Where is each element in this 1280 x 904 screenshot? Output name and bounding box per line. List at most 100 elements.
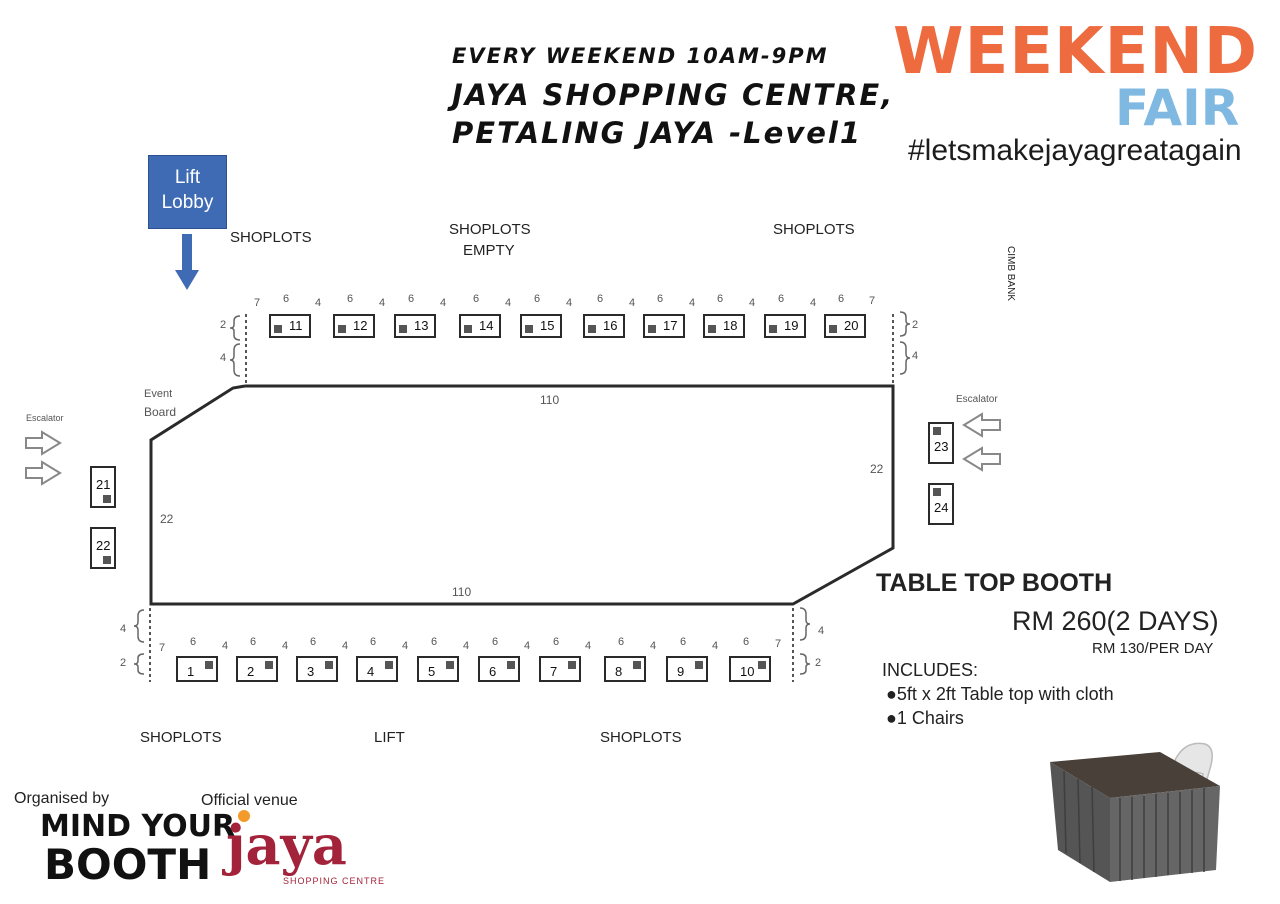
booth-number: 14 (479, 318, 494, 333)
organiser-logo-line2: BOOTH (44, 840, 212, 889)
escalator-label-right: Escalator (956, 394, 998, 405)
dim-gap: 4 (222, 640, 229, 652)
booth-8[interactable]: 8 (604, 656, 646, 682)
booth-4[interactable]: 4 (356, 656, 398, 682)
dim-left-width: 22 (160, 512, 174, 526)
cimb-bank-label: CIMB BANK (1005, 246, 1016, 302)
booth-number: 13 (414, 318, 429, 333)
booth-number: 18 (723, 318, 738, 333)
dim-booth-width: 6 (347, 293, 354, 305)
shoplots-bottom-right: SHOPLOTS (600, 729, 682, 746)
dim-aisle-bottom-left: 4 (120, 623, 127, 635)
dim-edge: 7 (869, 295, 876, 307)
booth-number: 2 (247, 664, 255, 679)
booth-14[interactable]: 14 (459, 314, 501, 338)
booth-24[interactable]: 24 (928, 483, 954, 525)
brace-tl-1 (229, 315, 241, 341)
dim-booth-width: 6 (283, 293, 290, 305)
booth-11[interactable]: 11 (269, 314, 311, 338)
booth-22[interactable]: 22 (90, 527, 116, 569)
escalator-arrow-icon (962, 412, 1001, 438)
venue-line-1: JAYA SHOPPING CENTRE, (452, 78, 895, 112)
booth-5[interactable]: 5 (417, 656, 459, 682)
booth-number: 10 (740, 664, 755, 679)
dim-booth-width: 6 (492, 636, 499, 648)
dim-booth-width: 6 (680, 636, 687, 648)
booth-17[interactable]: 17 (643, 314, 685, 338)
shoplots-bottom-left: SHOPLOTS (140, 729, 222, 746)
dim-gap: 4 (749, 297, 756, 309)
include-item-1: ●5ft x 2ft Table top with cloth (886, 684, 1114, 704)
booth-marker-icon (338, 325, 346, 333)
booth-16[interactable]: 16 (583, 314, 625, 338)
dim-booth-width: 6 (534, 293, 541, 305)
event-hall-outline (149, 384, 895, 606)
booth-marker-icon (568, 661, 576, 669)
dim-booth-width: 6 (310, 636, 317, 648)
booth-7[interactable]: 7 (539, 656, 581, 682)
hashtag: #letsmakejayagreatagain (908, 134, 1242, 167)
booth-marker-icon (265, 661, 273, 669)
dim-gap: 4 (524, 640, 531, 652)
dim-gap: 4 (629, 297, 636, 309)
booth-20[interactable]: 20 (824, 314, 866, 338)
booth-1[interactable]: 1 (176, 656, 218, 682)
dim-depth-top-left: 2 (220, 319, 227, 331)
booth-12[interactable]: 12 (333, 314, 375, 338)
booth-number: 23 (934, 439, 949, 454)
dim-gap: 4 (440, 297, 447, 309)
venue-line-2: PETALING JAYA -Level1 (452, 116, 863, 150)
dim-gap: 4 (463, 640, 470, 652)
booth-marker-icon (325, 661, 333, 669)
lift-bottom-label: LIFT (374, 729, 405, 746)
dim-booth-width: 6 (838, 293, 845, 305)
booth-marker-icon (464, 325, 472, 333)
dim-booth-width: 6 (717, 293, 724, 305)
booth-21[interactable]: 21 (90, 466, 116, 508)
booth-number: 22 (96, 538, 111, 553)
booth-number: 12 (353, 318, 368, 333)
booth-number: 7 (550, 664, 558, 679)
booth-15[interactable]: 15 (520, 314, 562, 338)
organiser-logo-line1: MIND YOUR (40, 809, 236, 844)
dim-depth-top-right: 2 (912, 319, 919, 331)
booth-number: 11 (289, 318, 303, 333)
dim-booth-width: 6 (618, 636, 625, 648)
brace-bl-2 (133, 653, 145, 675)
booth-marker-icon (708, 325, 716, 333)
booth-2[interactable]: 2 (236, 656, 278, 682)
booth-type-title: TABLE TOP BOOTH (876, 569, 1113, 597)
dim-gap: 4 (505, 297, 512, 309)
booth-number: 15 (540, 318, 555, 333)
dim-edge: 7 (159, 642, 166, 654)
fair-logo-text: FAIR (1115, 79, 1240, 137)
booth-23[interactable]: 23 (928, 422, 954, 464)
booth-13[interactable]: 13 (394, 314, 436, 338)
dim-booth-width: 6 (408, 293, 415, 305)
escalator-label-left: Escalator (26, 413, 64, 423)
brace-tl-2 (229, 343, 241, 377)
dim-booth-width: 6 (473, 293, 480, 305)
dim-booth-width: 6 (553, 636, 560, 648)
booth-10[interactable]: 10 (729, 656, 771, 682)
table-top-illustration (1050, 742, 1220, 882)
includes-title: INCLUDES: (882, 660, 979, 680)
dim-aisle-bottom-right: 4 (818, 625, 825, 637)
brace-tr-2 (899, 341, 911, 375)
booth-18[interactable]: 18 (703, 314, 745, 338)
booth-number: 3 (307, 664, 315, 679)
booth-marker-icon (103, 556, 111, 564)
booth-19[interactable]: 19 (764, 314, 806, 338)
booth-3[interactable]: 3 (296, 656, 338, 682)
dim-depth-bottom-right: 2 (815, 657, 822, 669)
booth-marker-icon (695, 661, 703, 669)
dim-gap: 4 (810, 297, 817, 309)
booth-number: 1 (187, 664, 195, 679)
lift-lobby-line2: Lobby (161, 192, 214, 213)
brace-bl-1 (133, 609, 145, 643)
dim-booth-width: 6 (657, 293, 664, 305)
schedule-text: EVERY WEEKEND 10AM-9PM (452, 44, 829, 68)
booth-6[interactable]: 6 (478, 656, 520, 682)
booth-9[interactable]: 9 (666, 656, 708, 682)
booth-marker-icon (507, 661, 515, 669)
